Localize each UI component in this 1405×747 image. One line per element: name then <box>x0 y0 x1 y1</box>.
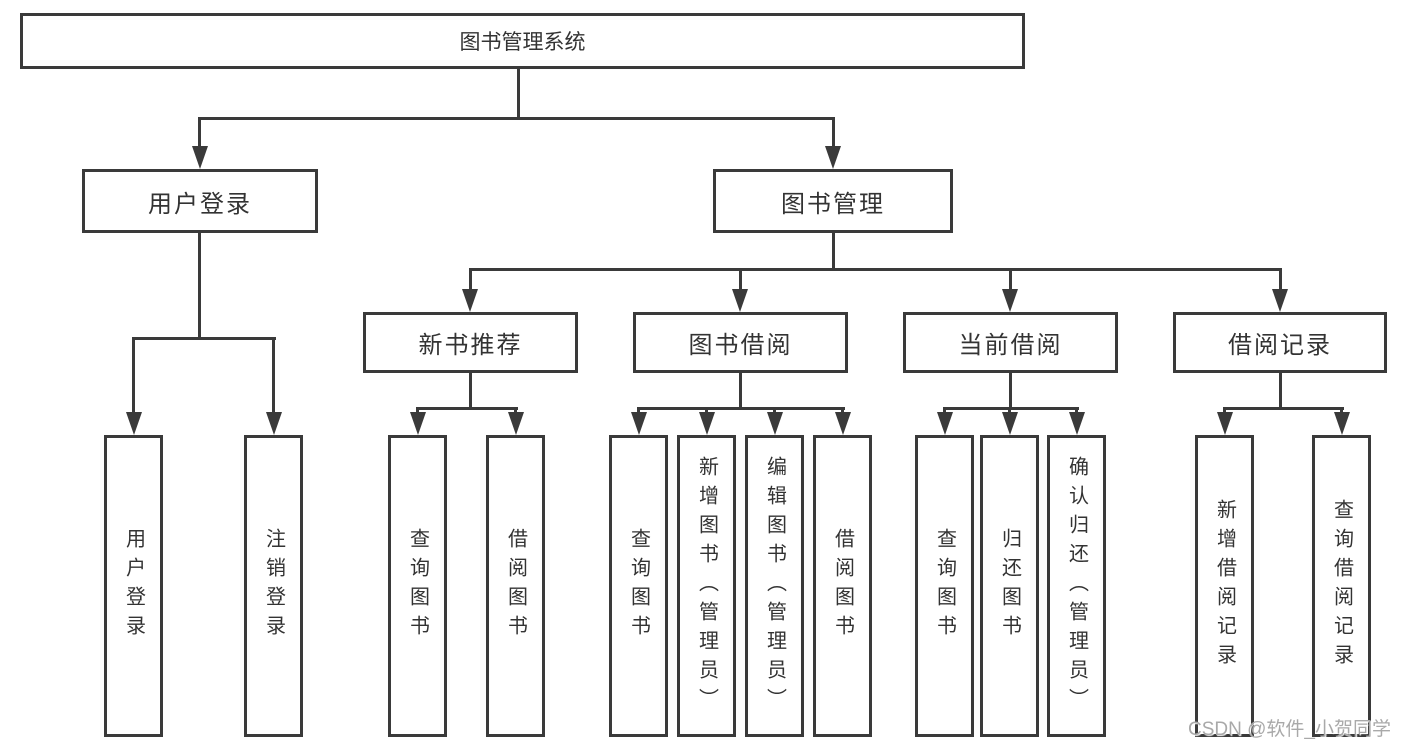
connector-line <box>1075 407 1078 415</box>
arrow-down-icon <box>192 146 208 169</box>
leaf-label: 编辑图书（管理员） <box>763 455 786 717</box>
connector-line <box>272 337 275 413</box>
arrow-down-icon <box>835 412 851 435</box>
leaf-current-confirm-return-admin: 确认归还（管理员） <box>1047 435 1106 737</box>
node-book-management: 图书管理 <box>713 169 953 233</box>
connector-line <box>1009 268 1012 290</box>
node-new-book-recommend: 新书推荐 <box>363 312 578 373</box>
connector-line <box>832 117 835 147</box>
connector-line <box>841 407 844 415</box>
leaf-records-add-record: 新增借阅记录 <box>1195 435 1254 737</box>
connector-line <box>469 268 1282 271</box>
connector-line <box>832 233 835 271</box>
connector-line <box>132 337 276 340</box>
node-borrow-records: 借阅记录 <box>1173 312 1387 373</box>
connector-line <box>469 371 472 410</box>
leaf-label: 新增借阅记录 <box>1213 499 1236 673</box>
connector-line <box>1223 407 1226 415</box>
arrow-down-icon <box>1217 412 1233 435</box>
arrow-down-icon <box>462 289 478 312</box>
arrow-down-icon <box>699 412 715 435</box>
leaf-label: 用户登录 <box>122 528 145 644</box>
node-user-login-group: 用户登录 <box>82 169 318 233</box>
node-current-borrow: 当前借阅 <box>903 312 1118 373</box>
leaf-rec-borrow-books: 借阅图书 <box>486 435 545 737</box>
leaf-label: 查询图书 <box>627 528 650 644</box>
arrow-down-icon <box>1002 289 1018 312</box>
connector-line <box>517 69 520 120</box>
arrow-down-icon <box>1002 412 1018 435</box>
connector-line <box>637 407 640 415</box>
connector-line <box>198 117 201 147</box>
connector-line <box>1008 407 1011 415</box>
connector-line <box>132 337 135 413</box>
leaf-label: 借阅图书 <box>504 528 527 644</box>
node-root: 图书管理系统 <box>20 13 1025 69</box>
arrow-down-icon <box>825 146 841 169</box>
leaf-borrow-edit-books-admin: 编辑图书（管理员） <box>745 435 804 737</box>
leaf-current-return-books: 归还图书 <box>980 435 1039 737</box>
leaf-label: 新增图书（管理员） <box>695 455 718 717</box>
arrow-down-icon <box>732 289 748 312</box>
leaf-label: 注销登录 <box>262 528 285 644</box>
connector-line <box>198 233 201 340</box>
connector-line <box>1223 407 1344 410</box>
leaf-label: 查询借阅记录 <box>1330 499 1353 673</box>
leaf-label: 确认归还（管理员） <box>1065 455 1088 717</box>
arrow-down-icon <box>1069 412 1085 435</box>
connector-line <box>1279 268 1282 290</box>
arrow-down-icon <box>631 412 647 435</box>
leaf-label: 借阅图书 <box>831 528 854 644</box>
connector-line <box>637 407 845 410</box>
node-book-borrow: 图书借阅 <box>633 312 848 373</box>
leaf-label: 归还图书 <box>998 528 1021 644</box>
connector-line <box>739 371 742 410</box>
connector-line <box>1340 407 1343 415</box>
connector-line <box>943 407 1079 410</box>
connector-line <box>416 407 419 415</box>
arrow-down-icon <box>1334 412 1350 435</box>
connector-line <box>773 407 776 415</box>
arrow-down-icon <box>126 412 142 435</box>
connector-line <box>1279 371 1282 410</box>
connector-line <box>1009 371 1012 410</box>
arrow-down-icon <box>266 412 282 435</box>
connector-line <box>943 407 946 415</box>
arrow-down-icon <box>410 412 426 435</box>
leaf-rec-query-books: 查询图书 <box>388 435 447 737</box>
connector-line <box>198 117 835 120</box>
csdn-watermark: CSDN @软件_小贺同学 <box>1188 719 1391 740</box>
leaf-current-query-books: 查询图书 <box>915 435 974 737</box>
leaf-logout: 注销登录 <box>244 435 303 737</box>
arrow-down-icon <box>937 412 953 435</box>
leaf-borrow-query-books: 查询图书 <box>609 435 668 737</box>
leaf-label: 查询图书 <box>406 528 429 644</box>
arrow-down-icon <box>767 412 783 435</box>
arrow-down-icon <box>1272 289 1288 312</box>
leaf-borrow-add-books-admin: 新增图书（管理员） <box>677 435 736 737</box>
connector-line <box>705 407 708 415</box>
leaf-records-query-record: 查询借阅记录 <box>1312 435 1371 737</box>
connector-line <box>416 407 518 410</box>
arrow-down-icon <box>508 412 524 435</box>
leaf-borrow-borrow-books: 借阅图书 <box>813 435 872 737</box>
leaf-user-login: 用户登录 <box>104 435 163 737</box>
connector-line <box>514 407 517 415</box>
leaf-label: 查询图书 <box>933 528 956 644</box>
connector-line <box>469 268 472 290</box>
connector-line <box>739 268 742 290</box>
